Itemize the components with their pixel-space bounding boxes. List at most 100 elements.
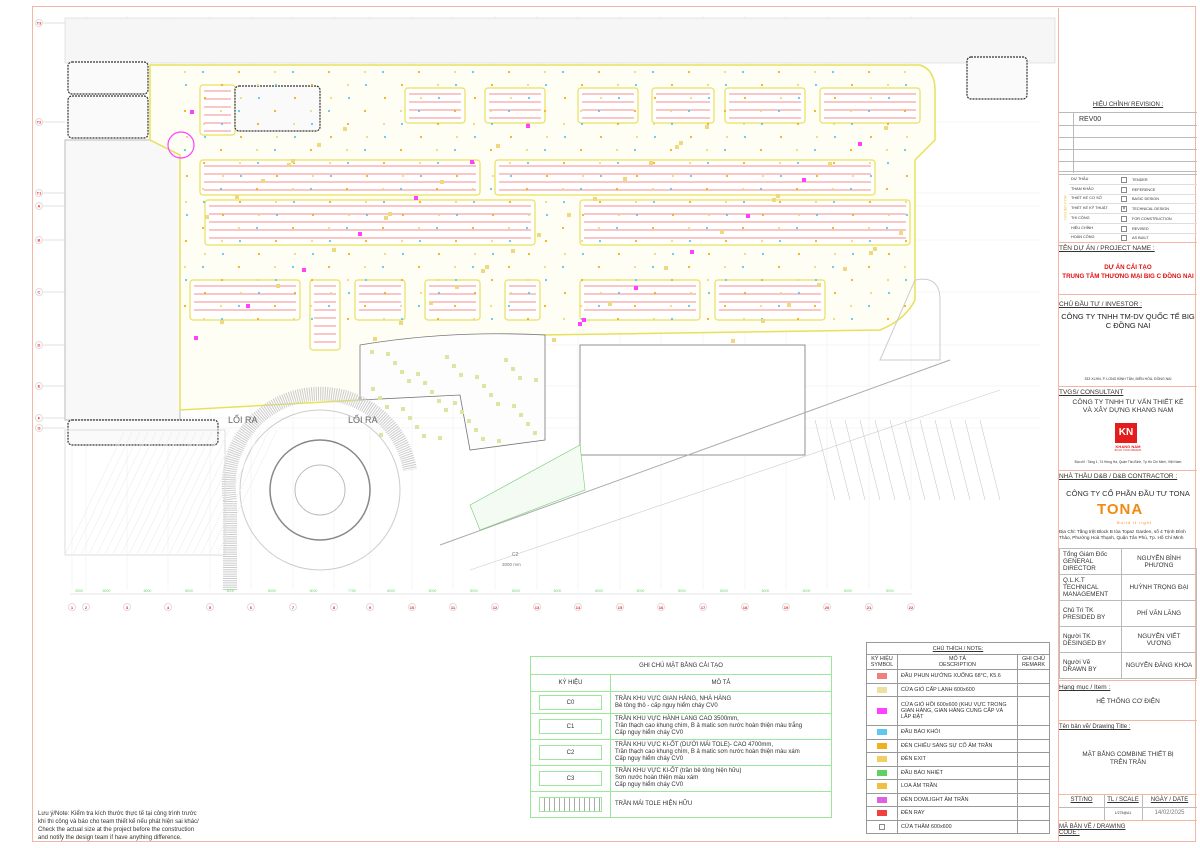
ceiling-device	[507, 226, 511, 230]
air-grille	[373, 337, 377, 341]
ceiling-device	[599, 96, 603, 100]
ceiling-device	[563, 252, 567, 256]
legend-desc: CỬA GIÓ CẤP LẠNH 600x600	[897, 682, 1018, 697]
ceiling-device	[327, 109, 331, 113]
contractor-label: NHÀ THẦU D&B / D&B CONTRACTOR :	[1059, 473, 1178, 480]
ceiling-device	[533, 431, 537, 435]
ceiling-device	[454, 278, 458, 282]
ceiling-device	[687, 109, 691, 113]
ceiling-device	[598, 200, 602, 204]
ceiling-device	[418, 161, 422, 165]
issued-for-checkbox[interactable]	[1121, 177, 1127, 183]
ceiling-device	[562, 317, 566, 321]
hatch	[144, 429, 206, 556]
issued-for-checkbox[interactable]	[1121, 215, 1127, 222]
ceiling-device	[760, 83, 764, 87]
existing-block	[234, 85, 321, 132]
ceiling-device	[526, 422, 530, 426]
air-grille	[414, 196, 418, 200]
ceiling-device	[309, 304, 313, 308]
ceiling-device	[275, 174, 279, 178]
renovation-row: TRẦN MÁI TOLE HIỆN HỮU	[530, 791, 832, 818]
ceiling-device	[797, 252, 801, 256]
hatch	[200, 429, 262, 556]
ceiling-device	[581, 174, 585, 178]
axis-bubble	[68, 603, 76, 611]
ceiling-device	[741, 70, 745, 74]
issued-for-checkbox[interactable]	[1121, 225, 1127, 232]
ceiling-device	[329, 135, 333, 139]
ceiling-device	[347, 252, 351, 256]
ceiling-device	[202, 161, 206, 165]
legend-title: CHÚ THÍCH / NOTE:	[866, 642, 1050, 655]
ceiling-device	[221, 252, 225, 256]
ceiling-device	[347, 213, 351, 217]
ceiling-device	[255, 226, 259, 230]
ceiling-device	[238, 200, 242, 204]
ceiling-device	[346, 317, 350, 321]
ceiling-device	[237, 304, 241, 308]
ceiling-device	[238, 161, 242, 165]
ceiling-device	[509, 135, 513, 139]
ceiling-device	[545, 174, 549, 178]
ceiling-device	[851, 252, 855, 256]
ceiling-device	[399, 187, 403, 191]
ceiling-device	[504, 358, 508, 362]
zone-label: C2	[512, 552, 519, 558]
ceiling-device	[255, 187, 259, 191]
ceiling-device	[293, 135, 297, 139]
parking-line	[964, 419, 986, 501]
issued-for-checkbox[interactable]	[1121, 186, 1127, 193]
ceiling-device	[473, 135, 477, 139]
ceiling-device	[489, 393, 493, 397]
ceiling-device	[221, 213, 225, 217]
ceiling-device	[797, 291, 801, 295]
axis-bubble	[289, 603, 297, 611]
ceiling-device	[292, 317, 296, 321]
ceiling-device	[419, 174, 423, 178]
ceiling-device	[903, 148, 907, 152]
ceiling-device	[329, 96, 333, 100]
ceiling-device	[453, 401, 457, 405]
ceiling-device	[725, 213, 729, 217]
ceiling-device	[670, 83, 674, 87]
legend-col-desc: MÔ TẢ DESCRIPTION	[897, 654, 1018, 670]
ceiling-device	[220, 122, 224, 126]
ceiling-device	[400, 239, 404, 243]
ceiling-device	[886, 83, 890, 87]
ceiling-device	[867, 109, 871, 113]
issued-for-checkbox[interactable]	[1121, 196, 1127, 203]
exit-label: LỐI RA	[228, 415, 258, 425]
issued-for-vi: THIẾT KẾ CƠ SỞ	[1071, 196, 1102, 201]
ceiling-device	[184, 239, 188, 243]
consultant-label: TVGS/ CONSULTANT	[1059, 389, 1124, 396]
hatch	[184, 429, 246, 556]
issued-for-checkbox[interactable]: ×	[1121, 206, 1127, 213]
ceiling-device	[885, 187, 889, 191]
dimension-label: 8000	[144, 589, 152, 593]
air-grille	[776, 194, 780, 198]
ceiling-device	[796, 317, 800, 321]
ceiling-device	[472, 200, 476, 204]
ceiling-device	[511, 367, 515, 371]
ceiling-device	[257, 96, 261, 100]
ceiling-device	[905, 213, 909, 217]
air-grille	[470, 160, 474, 164]
ceiling-device	[311, 252, 315, 256]
ceiling-device	[796, 122, 800, 126]
ceiling-device	[561, 226, 565, 230]
ceiling-device	[885, 226, 889, 230]
ceiling-device	[616, 317, 620, 321]
ceiling-device	[467, 419, 471, 423]
stair-steps	[221, 386, 417, 590]
issued-for-checkbox[interactable]	[1121, 235, 1127, 242]
ceiling-device	[527, 213, 531, 217]
ceiling-device	[436, 278, 440, 282]
speaker-icon	[877, 783, 887, 790]
legend-row: ĐÈN CHIẾU SÁNG SỰ CỐ ÂM TRẦN	[866, 738, 1050, 753]
legend-desc: ĐẦU BÁO NHIỆT	[897, 765, 1018, 780]
legend-desc: ĐÈN DOWLIGHT ÂM TRẦN	[897, 792, 1018, 807]
ceiling-device	[777, 109, 781, 113]
air-grille	[679, 141, 683, 145]
ceiling-device	[437, 252, 441, 256]
